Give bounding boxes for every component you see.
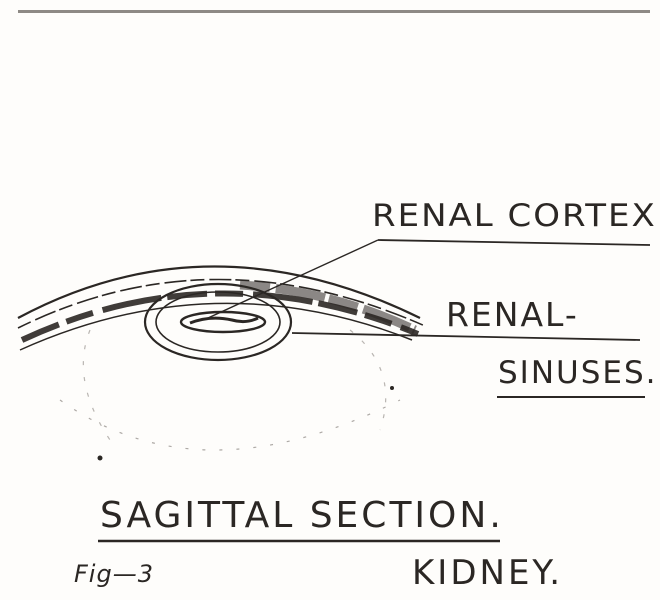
- renal-cortex-label: RENAL CORTEX: [372, 200, 657, 231]
- organ-name: KIDNEY.: [412, 556, 563, 590]
- sinus-middle-oval: [156, 292, 280, 352]
- renal-sinus-label-line1: RENAL-: [446, 298, 579, 331]
- sinus-center-scribble: [190, 318, 258, 323]
- ink-speck: [390, 386, 394, 390]
- faint-side-contour-left: [83, 330, 110, 440]
- renal-sinus-label-line2: SINUSES.: [498, 358, 658, 389]
- diagram-title: SAGITTAL SECTION.: [100, 498, 504, 534]
- renal-sinuses-leader-line: [292, 333, 640, 340]
- faint-lower-contour: [60, 400, 400, 450]
- ink-speck: [98, 456, 103, 461]
- renal-cortex-leader-line: [378, 240, 650, 245]
- figure-number: Fig—3: [74, 562, 154, 586]
